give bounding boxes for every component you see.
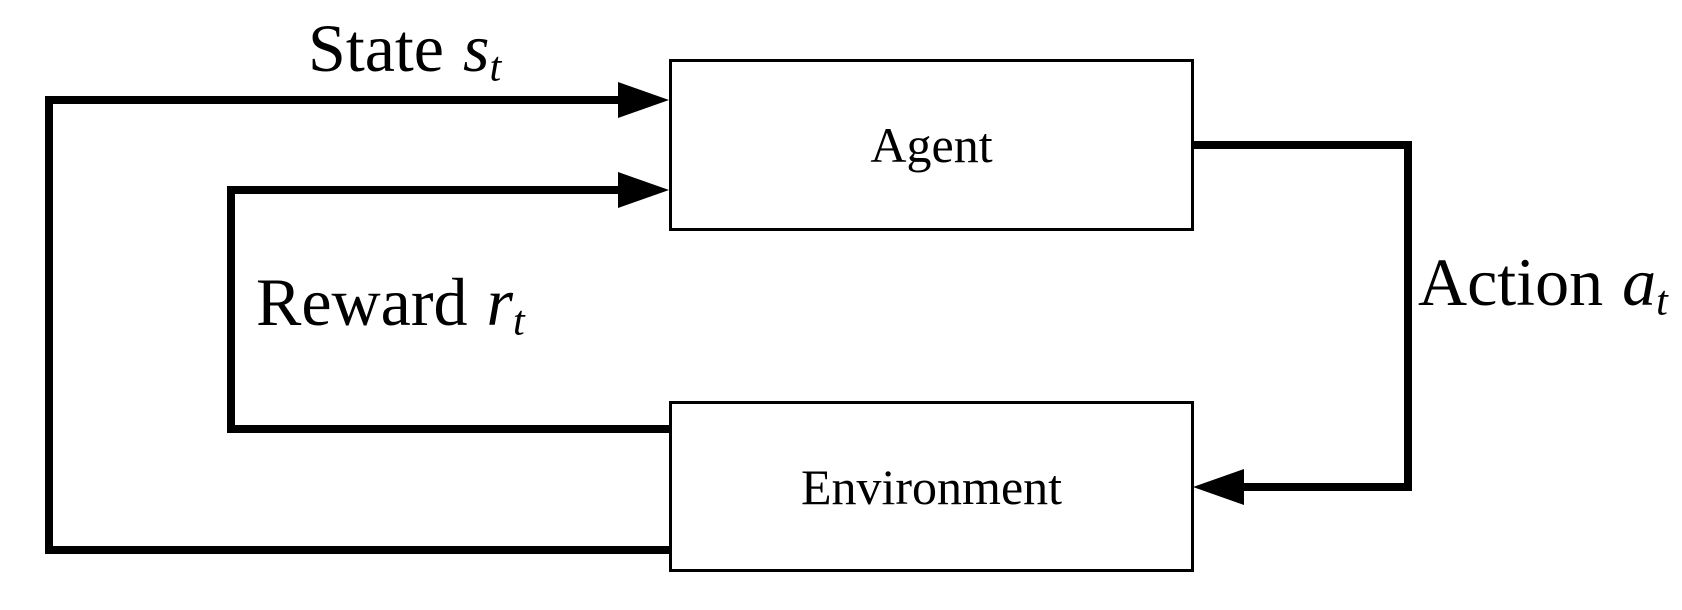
reward-symbol-subscript: t bbox=[512, 297, 525, 345]
reward-arrowhead-icon bbox=[618, 172, 669, 208]
action-arrowhead-icon bbox=[1193, 469, 1244, 505]
state-symbol: s bbox=[463, 10, 490, 86]
action-edge-line bbox=[1193, 141, 1412, 491]
state-edge-line bbox=[45, 96, 669, 554]
action-label-text: Action bbox=[1418, 244, 1604, 320]
environment-node: Environment bbox=[669, 401, 1194, 572]
reward-label-text: Reward bbox=[256, 264, 468, 340]
reward-symbol: r bbox=[486, 264, 513, 340]
action-symbol: a bbox=[1622, 244, 1657, 320]
state-symbol-subscript: t bbox=[489, 43, 502, 91]
state-label-text: State bbox=[308, 10, 444, 86]
agent-node-label: Agent bbox=[870, 117, 993, 173]
reward-edge-line bbox=[227, 186, 669, 433]
action-symbol-subscript: t bbox=[1656, 277, 1668, 325]
state-arrowhead-icon bbox=[618, 82, 669, 118]
agent-node: Agent bbox=[669, 59, 1194, 231]
environment-node-label: Environment bbox=[800, 458, 1063, 515]
